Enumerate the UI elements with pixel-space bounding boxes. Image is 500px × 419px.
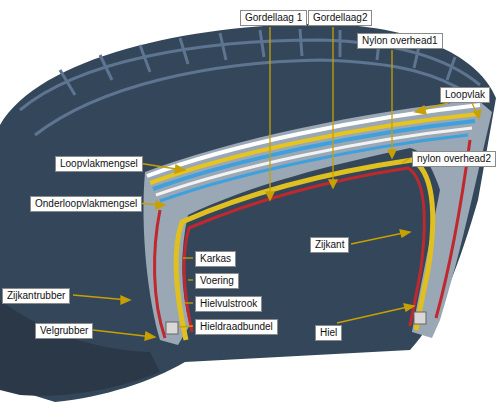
callout-box: Hiel (315, 325, 342, 341)
part-name: Hielvulstrook (200, 298, 257, 309)
tire-layers (147, 105, 480, 340)
callout-box: Onderloopvlakmengsel (30, 196, 142, 212)
tire-body (0, 24, 496, 402)
callout-box: Loopvlak (440, 87, 490, 103)
part-name: Velgrubber (40, 325, 88, 336)
callout-box: nylon overhead2 (412, 151, 496, 167)
part-name: Nylon overhead1 (362, 35, 438, 46)
part-name: Hiel (320, 327, 337, 338)
callout-box: Karkas (195, 251, 236, 267)
part-name: nylon overhead2 (417, 153, 491, 164)
part-name: Hieldraadbundel (200, 321, 273, 332)
callout-box: Voering (195, 273, 239, 289)
part-name: Gordellaag2 (313, 12, 367, 23)
callout-box: Loopvlakmengsel (55, 156, 143, 172)
callout-box: Hieldraadbundel (195, 319, 278, 335)
sidewall-shade (0, 300, 160, 396)
callout-box: Velgrubber (35, 323, 93, 339)
bead-bundles (166, 312, 426, 334)
part-name: Voering (200, 275, 234, 286)
part-name: Zijkantrubber (7, 290, 65, 301)
callout-box: Zijkant (310, 237, 349, 253)
part-name: Loopvlakmengsel (60, 158, 138, 169)
part-name: Karkas (200, 253, 231, 264)
callout-box: Nylon overhead1 (357, 33, 443, 49)
callout-box: Zijkantrubber (2, 288, 70, 304)
callout-box: Hielvulstrook (195, 296, 262, 312)
part-name: Onderloopvlakmengsel (35, 198, 137, 209)
part-name: Loopvlak (445, 89, 485, 100)
part-name: Gordellaag 1 (245, 12, 302, 23)
part-name: Zijkant (315, 239, 344, 250)
callout-box: Gordellaag2 (308, 10, 372, 26)
leader-lines (73, 27, 481, 340)
cross-section-face (143, 100, 492, 345)
callout-box: Gordellaag 1 (240, 10, 307, 26)
